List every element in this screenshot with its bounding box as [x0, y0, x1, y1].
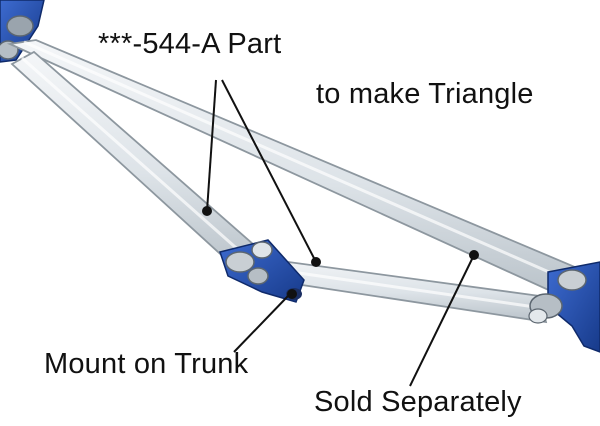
mount-on-trunk-label: Mount on Trunk: [44, 348, 249, 380]
leader-part-to-diagonal: [202, 79, 217, 216]
part-number-label: ***-544-A Part: [98, 28, 282, 60]
leader-part-to-lower: [221, 79, 321, 267]
right-mount-bracket: [528, 261, 600, 353]
leader-sold: [409, 250, 479, 387]
triangle-label: to make Triangle: [316, 78, 534, 110]
leader-mount: [233, 289, 297, 353]
sold-separately-label: Sold Separately: [314, 386, 522, 418]
